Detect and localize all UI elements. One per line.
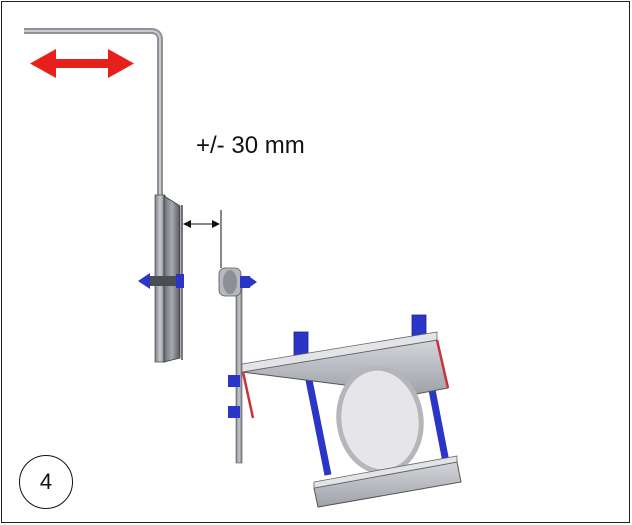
hanger-rod <box>24 28 163 198</box>
dimension-arrow-icon <box>181 205 222 268</box>
step-number-badge: 4 <box>19 455 73 509</box>
left-bolt-icon <box>138 273 184 289</box>
step-number: 4 <box>39 469 53 494</box>
roller-hanger <box>218 267 257 464</box>
rod-bolts <box>228 375 240 418</box>
adjust-arrow-icon <box>30 49 134 78</box>
dimension-label: +/- 30 mm <box>196 132 305 159</box>
lower-base-plate <box>313 455 462 508</box>
